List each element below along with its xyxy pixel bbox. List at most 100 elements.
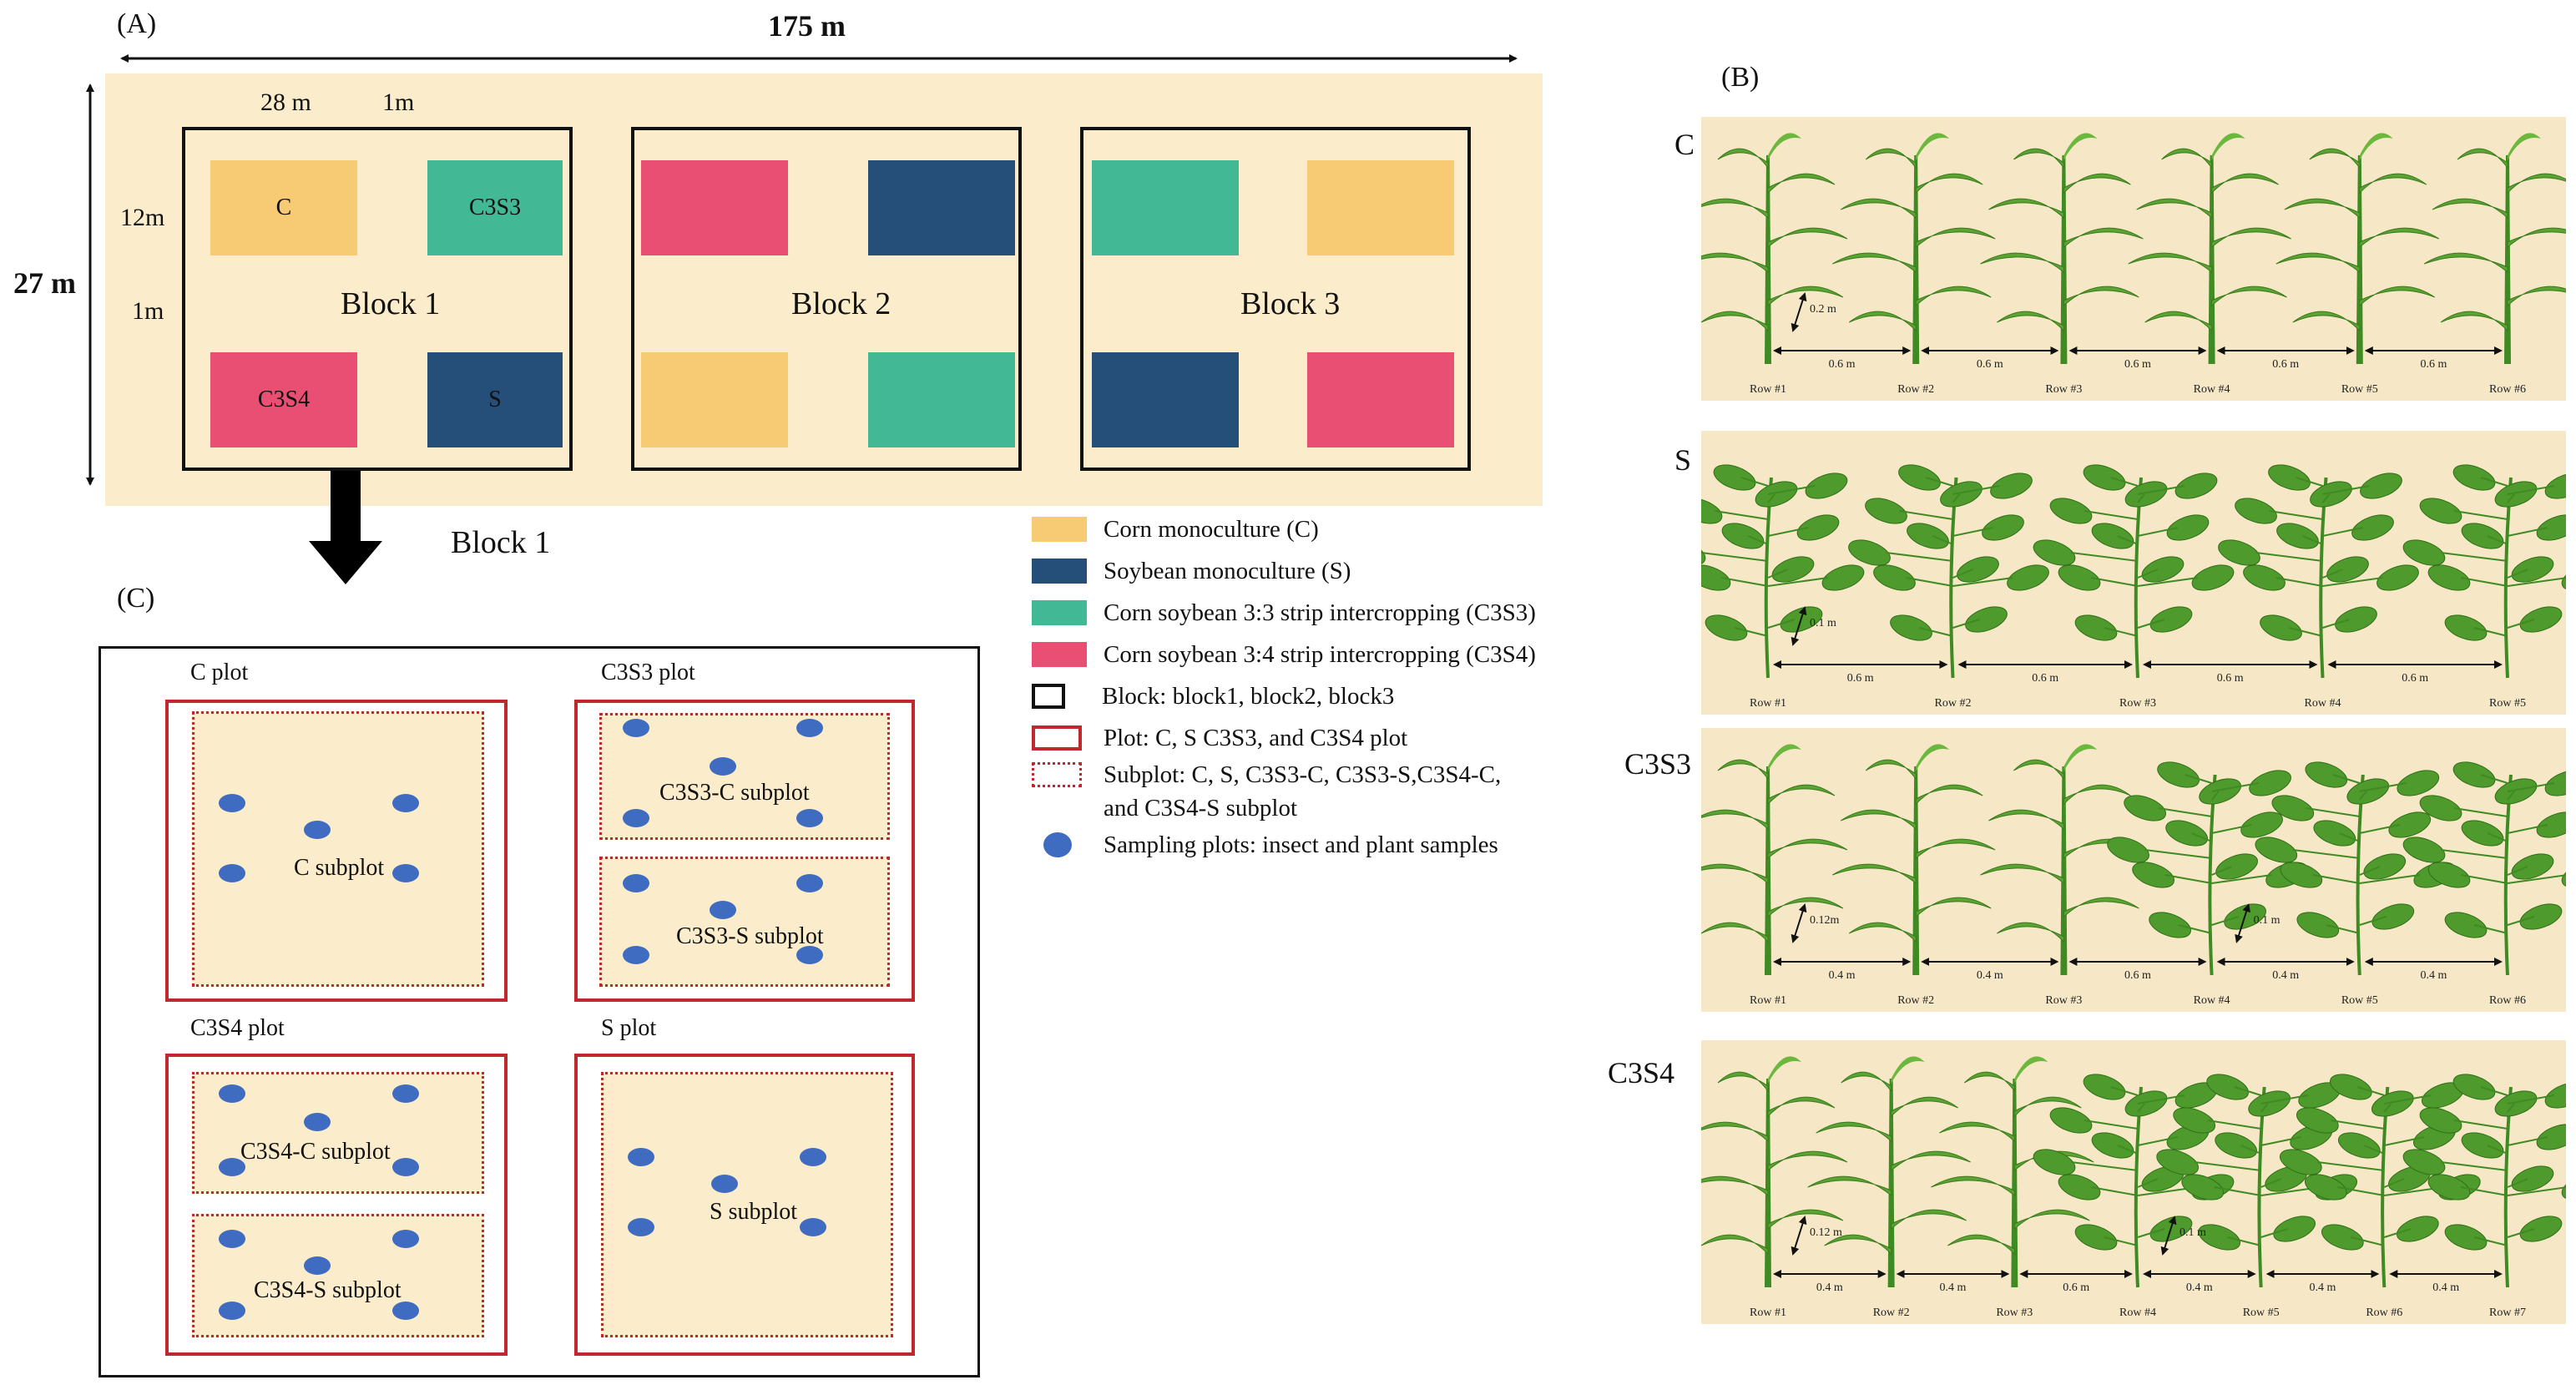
block1-plot-c3s4-label: C3S4	[257, 387, 311, 412]
block1-plot-s: S	[427, 352, 563, 447]
legend-dot-icon	[1043, 832, 1072, 857]
block-1	[182, 127, 573, 471]
legend-swatch	[1032, 642, 1087, 667]
spacing-label: 0.4 m	[2272, 969, 2299, 982]
block-3-label: Block 3	[1240, 286, 1341, 321]
block2-plot-3	[641, 352, 788, 447]
row-label: Row #6	[2366, 1307, 2402, 1319]
sampling-dot	[800, 1218, 826, 1236]
c3s3-c-subplot-label: C3S3-C subplot	[659, 780, 810, 806]
soybean-plant-icon	[2033, 464, 2235, 679]
block-2	[631, 127, 1022, 471]
sampling-dot	[304, 821, 331, 839]
row-label: Row #1	[1750, 994, 1786, 1007]
corn-plant-icon	[1980, 744, 2144, 975]
sampling-dot	[628, 1218, 654, 1236]
treatment-label: C	[1674, 128, 1695, 161]
sampling-dot	[796, 719, 823, 737]
c-plot-title: C plot	[190, 660, 249, 685]
treatment-label: C3S3	[1624, 747, 1692, 781]
c3s3-s-subplot-box	[599, 857, 890, 987]
plant-spacing-label: 0.2 m	[1810, 303, 1836, 316]
sampling-dot	[628, 1148, 654, 1166]
c3s3-s-subplot-label: C3S3-S subplot	[676, 923, 824, 949]
row-label: Row #2	[1897, 994, 1934, 1007]
spacing-label: 0.6 m	[1829, 358, 1856, 371]
legend-subplot-swatch	[1032, 762, 1082, 787]
panel-b-letter: (B)	[1721, 62, 1760, 93]
row-label: Row #6	[2489, 383, 2526, 396]
legend-item: Plot: C, S C3S3, and C3S4 plot	[1032, 721, 1407, 755]
zoom-arrow-icon	[309, 471, 382, 584]
block-3	[1080, 127, 1471, 471]
legend-text: Corn monoculture (C)	[1104, 515, 1319, 543]
sampling-dot	[304, 1113, 331, 1131]
sampling-dot	[623, 874, 649, 892]
plant-spacing-label: 0.1 m	[2179, 1226, 2206, 1239]
legend-block-swatch	[1032, 684, 1065, 709]
sampling-dot	[392, 1302, 419, 1320]
sampling-dot	[392, 1158, 419, 1176]
row-label: Row #5	[2489, 697, 2526, 710]
corn-plant-icon	[1831, 744, 1996, 975]
row-label: Row #5	[2243, 1307, 2280, 1319]
soybean-plant-icon	[2107, 761, 2308, 976]
legend-swatch	[1032, 559, 1087, 584]
spacing-label: 0.6 m	[2032, 672, 2058, 685]
plant-spacing-arrow	[1791, 903, 1807, 943]
soybean-plant-icon	[2255, 761, 2457, 976]
block3-plot-4	[1307, 352, 1454, 447]
c-subplot-box	[192, 711, 484, 987]
legend-item: Soybean monoculture (S)	[1032, 554, 1351, 588]
sampling-dot	[796, 809, 823, 827]
c-plot-box	[165, 700, 508, 1002]
spacing-label: 0.6 m	[2272, 358, 2299, 371]
spacing-label: 0.6 m	[1847, 672, 1874, 685]
legend-text: Sampling plots: insect and plant samples	[1104, 831, 1498, 858]
sampling-dot	[219, 864, 245, 882]
legend-item: Corn soybean 3:3 strip intercropping (C3…	[1032, 596, 1536, 629]
row-label: Row #3	[1996, 1307, 2033, 1319]
legend-text: Corn soybean 3:4 strip intercropping (C3…	[1104, 640, 1536, 668]
plot-width-label: 28 m	[260, 88, 311, 116]
spacing-label: 0.4 m	[2432, 1281, 2459, 1294]
gap-v-label: 1m	[132, 297, 164, 325]
spacing-label: 0.6 m	[2217, 672, 2244, 685]
plant-spacing-label: 0.1 m	[2254, 914, 2281, 927]
sampling-dot	[623, 809, 649, 827]
legend-item: and C3S4-S subplot	[1032, 791, 1297, 825]
sampling-dot	[392, 1230, 419, 1248]
plant-spacing-arrow	[1791, 1216, 1807, 1256]
c3s3-plot-box	[574, 700, 915, 1002]
gap-h-label: 1m	[382, 88, 415, 116]
block3-plot-2	[1307, 160, 1454, 255]
sampling-dot	[304, 1256, 331, 1275]
plant-spacing-arrow	[1791, 606, 1807, 646]
corn-plant-icon	[1684, 1056, 1848, 1287]
corn-plant-icon	[2275, 133, 2440, 364]
panel-a-letter: (A)	[117, 8, 157, 39]
legend-text: Soybean monoculture (S)	[1104, 557, 1351, 584]
row-label: Row #2	[1897, 383, 1934, 396]
plant-spacing-label: 0.12 m	[1810, 1226, 1842, 1239]
block1-plot-c-label: C	[275, 195, 292, 220]
corn-plant-icon	[1980, 133, 2144, 364]
corn-plant-icon	[2423, 133, 2576, 364]
legend-text: and C3S4-S subplot	[1104, 794, 1298, 821]
s-subplot-box	[601, 1072, 893, 1337]
s-plot-title: S plot	[601, 1015, 657, 1041]
row-label: Row #2	[1873, 1307, 1910, 1319]
legend-item: Corn soybean 3:4 strip intercropping (C3…	[1032, 638, 1536, 671]
treatment-label: S	[1674, 443, 1692, 477]
block3-plot-1	[1092, 160, 1239, 255]
sampling-dot	[796, 874, 823, 892]
block1-plot-c3s4: C3S4	[210, 352, 357, 447]
soybean-plant-icon	[2218, 464, 2419, 679]
zoom-block-label: Block 1	[451, 525, 551, 560]
spacing-label: 0.4 m	[2186, 1281, 2213, 1294]
